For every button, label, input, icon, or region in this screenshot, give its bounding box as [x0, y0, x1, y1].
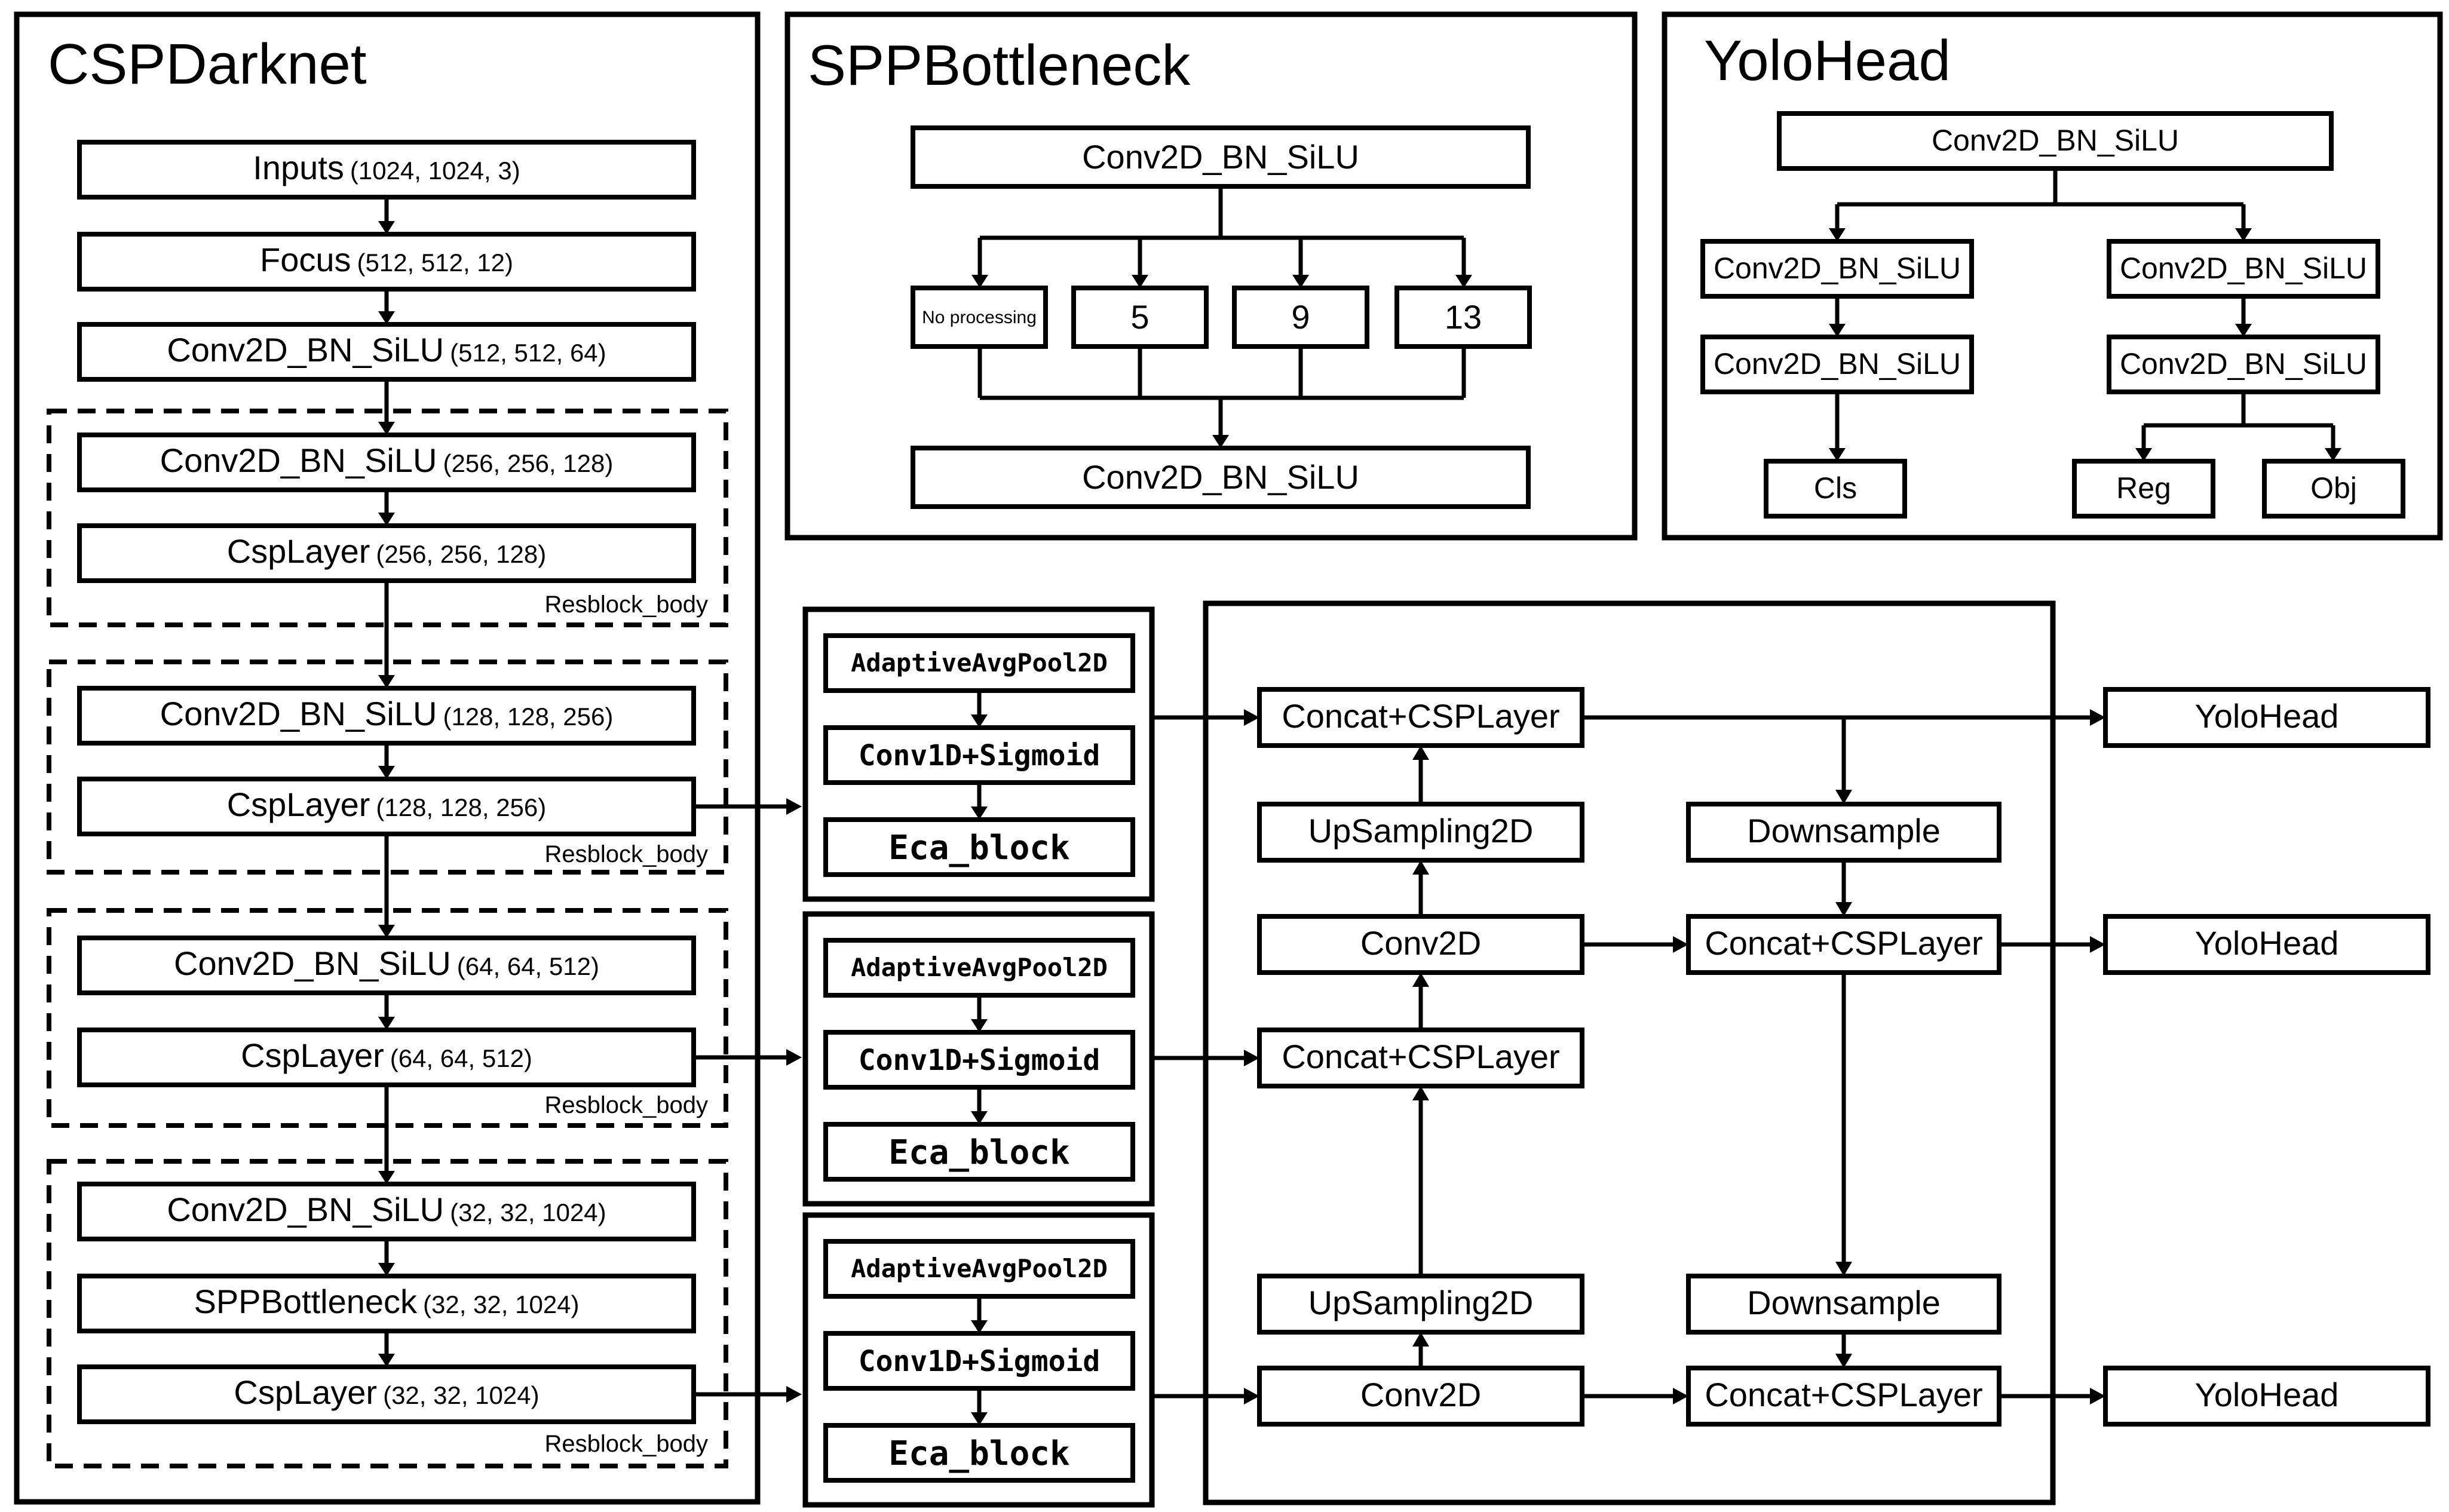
yolohead-output-2-label: YoloHead: [2195, 924, 2339, 962]
eca1-conv-label: Conv1D+Sigmoid: [859, 739, 1101, 772]
eca2-block-label: Eca_block: [888, 1133, 1069, 1172]
yolohead-output-3: [2103, 1366, 2430, 1427]
group3-resblock-label: Resblock_body: [545, 1092, 709, 1118]
head-left-conv2-label: Conv2D_BN_SiLU: [1714, 347, 1961, 381]
head-right-conv1-label: Conv2D_BN_SiLU: [2120, 252, 2367, 285]
neck-concat-csp-mid-label: Concat+CSPLayer: [1282, 1038, 1559, 1075]
head-obj-box: [2262, 459, 2405, 519]
group1-conv-label: Conv2D_BN_SiLU(256, 256, 128): [160, 441, 614, 479]
head-top-conv-label: Conv2D_BN_SiLU: [1932, 124, 2179, 157]
group4-csp-label: CspLayer(32, 32, 1024): [234, 1373, 539, 1411]
group3-csp-box: [77, 1028, 696, 1087]
spp-top-conv-label: Conv2D_BN_SiLU: [1082, 138, 1359, 176]
yolohead-output-3-label: YoloHead: [2195, 1376, 2339, 1413]
head-left-conv2-box: [1700, 335, 1974, 394]
group4-spp-box: [77, 1274, 696, 1333]
group1-csp-box: [77, 523, 696, 583]
spp-branch-13: [1394, 286, 1532, 349]
group3-conv-box: [77, 936, 696, 995]
focus-label: Focus(512, 512, 12): [260, 241, 513, 278]
head-title: YoloHead: [1704, 29, 1951, 93]
neck-concat-csp-right-mid-label: Concat+CSPLayer: [1705, 924, 1982, 962]
spp-branch-no-processing-label: No processing: [922, 308, 1037, 327]
group2-conv-label: Conv2D_BN_SiLU(128, 128, 256): [160, 695, 614, 732]
neck-outputs: YoloHead YoloHead YoloHead: [1582, 687, 2430, 1427]
group1-resblock-label: Resblock_body: [545, 591, 709, 618]
group4-spp-label: SPPBottleneck(32, 32, 1024): [194, 1283, 579, 1320]
group4-resblock-label: Resblock_body: [545, 1431, 709, 1457]
spp-title: SPPBottleneck: [808, 33, 1191, 97]
eca1-block-label: Eca_block: [888, 829, 1069, 867]
group2-resblock-label: Resblock_body: [545, 841, 709, 867]
neck-upsampling-bottom-label: UpSampling2D: [1308, 1284, 1534, 1321]
group4-conv-box: [77, 1182, 696, 1241]
eca2-pool-label: AdaptiveAvgPool2D: [851, 953, 1108, 982]
head-left-conv1-label: Conv2D_BN_SiLU: [1714, 252, 1961, 285]
group2-csp-label: CspLayer(128, 128, 256): [227, 786, 547, 823]
neck-downsample-top-label: Downsample: [1747, 812, 1941, 849]
group4-conv-label: Conv2D_BN_SiLU(32, 32, 1024): [167, 1191, 606, 1228]
cspdarknet-panel: CSPDarknet Inputs(1024, 1024, 3) Focus(5…: [14, 11, 761, 1505]
eca-block-3: AdaptiveAvgPool2D Conv1D+Sigmoid Eca_blo…: [802, 1212, 1155, 1508]
conv-stem-label: Conv2D_BN_SiLU(512, 512, 64): [167, 331, 606, 369]
neck-arrows: [1412, 717, 1852, 1404]
head-left-conv1-box: [1700, 239, 1974, 299]
neck-concat-csp-top-label: Concat+CSPLayer: [1282, 697, 1559, 735]
eca-block-2: AdaptiveAvgPool2D Conv1D+Sigmoid Eca_blo…: [802, 911, 1155, 1207]
eca1-pool-label: AdaptiveAvgPool2D: [851, 648, 1108, 677]
yolohead-panel: YoloHead Conv2D_BN_SiLU Conv2D_BN_SiLU C…: [1662, 11, 2443, 541]
yolohead-output-1: [2103, 687, 2430, 748]
group3-csp-label: CspLayer(64, 64, 512): [241, 1036, 532, 1074]
eca-to-neck-arrows: [1152, 709, 1259, 1404]
focus-box: [77, 232, 696, 292]
head-cls-box: [1764, 459, 1907, 519]
head-cls-label: Cls: [1814, 471, 1857, 505]
eca3-pool-label: AdaptiveAvgPool2D: [851, 1254, 1108, 1283]
sppbottleneck-panel: SPPBottleneck Conv2D_BN_SiLU No processi…: [784, 11, 1638, 541]
neck-panel: Concat+CSPLayer UpSampling2D Conv2D Conc…: [1203, 600, 2056, 1505]
neck-upsampling-top-label: UpSampling2D: [1308, 812, 1534, 849]
yolohead-output-2: [2103, 914, 2430, 975]
group3-conv-label: Conv2D_BN_SiLU(64, 64, 512): [174, 944, 599, 982]
cspdarknet-title: CSPDarknet: [48, 32, 367, 96]
resblock-body-3: [47, 908, 728, 1128]
neck-downsample-top: [1686, 802, 2002, 863]
eca-block-1: AdaptiveAvgPool2D Conv1D+Sigmoid Eca_blo…: [802, 606, 1155, 902]
head-right-conv2-box: [2107, 335, 2380, 394]
spp-branch-5: [1071, 286, 1209, 349]
eca3-conv-label: Conv1D+Sigmoid: [859, 1345, 1101, 1378]
eca2-conv-label: Conv1D+Sigmoid: [859, 1044, 1101, 1077]
spp-bottom-conv-box: [911, 446, 1531, 509]
spp-bottom-conv-label: Conv2D_BN_SiLU: [1082, 458, 1359, 496]
head-reg-label: Reg: [2116, 471, 2171, 505]
neck-conv2d-mid-label: Conv2D: [1360, 924, 1481, 962]
resblock-body-4: [47, 1159, 728, 1468]
head-obj-label: Obj: [2310, 471, 2357, 505]
spp-branch-13-label: 13: [1445, 298, 1482, 336]
spp-top-conv-box: [911, 125, 1531, 189]
yolohead-output-1-label: YoloHead: [2195, 697, 2339, 735]
neck-conv2d-bottom-label: Conv2D: [1360, 1376, 1481, 1413]
spp-branch-5-label: 5: [1130, 298, 1149, 336]
head-reg-box: [2072, 459, 2215, 519]
inputs-label: Inputs(1024, 1024, 3): [253, 149, 520, 186]
eca3-block-label: Eca_block: [888, 1434, 1069, 1473]
resblock-body-2: [47, 660, 728, 875]
backbone-to-eca-arrows: [694, 798, 802, 1403]
spp-branch-9-label: 9: [1291, 298, 1310, 336]
spp-branch-no-processing: [911, 286, 1048, 349]
head-right-conv1-box: [2107, 239, 2380, 299]
backbone-arrows: [378, 197, 395, 1367]
head-right-conv2-label: Conv2D_BN_SiLU: [2120, 347, 2367, 381]
resblock-body-1: [47, 409, 728, 627]
neck-concat-csp-right-bottom-label: Concat+CSPLayer: [1705, 1376, 1982, 1413]
neck-downsample-bottom-label: Downsample: [1747, 1284, 1941, 1321]
group1-csp-label: CspLayer(256, 256, 128): [227, 532, 547, 570]
